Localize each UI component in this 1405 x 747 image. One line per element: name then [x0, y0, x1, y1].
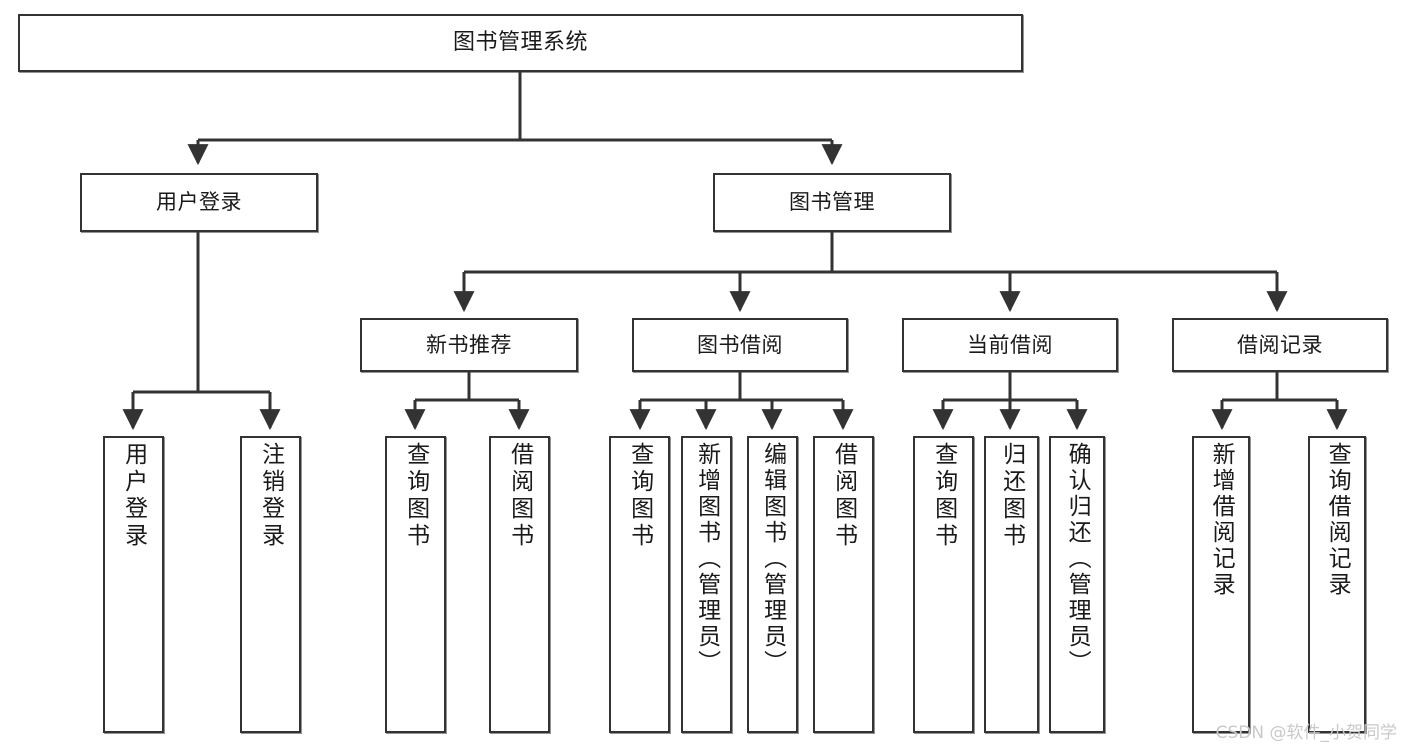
node-borrow-record[interactable]: 借阅记录 [1172, 318, 1388, 372]
leaf-query-borrow-record[interactable]: 查询借阅记录 [1308, 436, 1366, 733]
node-label: 用户登录 [156, 190, 242, 215]
node-label: 新增图书（管理员） [693, 442, 720, 676]
node-label: 借阅图书 [830, 442, 857, 550]
node-label: 用户登录 [120, 442, 147, 550]
node-user-login[interactable]: 用户登录 [80, 173, 318, 232]
node-label: 查询图书 [402, 442, 429, 550]
leaf-user-login[interactable]: 用户登录 [103, 436, 164, 733]
node-label: 确认归还（管理员） [1064, 442, 1091, 676]
node-label: 当前借阅 [967, 332, 1053, 357]
node-label: 归还图书 [998, 442, 1025, 550]
leaf-add-borrow-record[interactable]: 新增借阅记录 [1192, 436, 1250, 733]
leaf-query-book-borrow[interactable]: 查询图书 [609, 436, 670, 733]
watermark: CSDN @软件_小贺同学 [1215, 723, 1397, 743]
node-label: 新书推荐 [426, 332, 512, 357]
leaf-query-book-current[interactable]: 查询图书 [913, 436, 974, 733]
node-label: 编辑图书（管理员） [759, 442, 786, 676]
leaf-return-book[interactable]: 归还图书 [984, 436, 1039, 733]
node-label: 注销登录 [257, 442, 284, 550]
node-label: 借阅记录 [1237, 332, 1323, 357]
node-label: 图书管理 [789, 190, 875, 215]
node-label: 新增借阅记录 [1208, 442, 1235, 598]
node-label: 图书借阅 [697, 332, 783, 357]
node-label: 图书管理系统 [452, 30, 588, 56]
node-current-borrow[interactable]: 当前借阅 [902, 318, 1118, 372]
node-root-system[interactable]: 图书管理系统 [18, 14, 1023, 72]
node-book-borrow[interactable]: 图书借阅 [632, 318, 848, 372]
node-label: 借阅图书 [506, 442, 533, 550]
node-label: 查询图书 [930, 442, 957, 550]
leaf-borrow-book[interactable]: 借阅图书 [813, 436, 874, 733]
node-label: 查询借阅记录 [1324, 442, 1351, 598]
node-label: 查询图书 [626, 442, 653, 550]
leaf-edit-book-admin[interactable]: 编辑图书（管理员） [747, 436, 798, 733]
node-book-management[interactable]: 图书管理 [713, 173, 951, 232]
leaf-add-book-admin[interactable]: 新增图书（管理员） [681, 436, 732, 733]
leaf-query-book-recommend[interactable]: 查询图书 [385, 436, 446, 733]
leaf-logout-login[interactable]: 注销登录 [240, 436, 301, 733]
node-new-book-recommend[interactable]: 新书推荐 [360, 318, 578, 372]
leaf-borrow-book-recommend[interactable]: 借阅图书 [489, 436, 550, 733]
leaf-confirm-return-admin[interactable]: 确认归还（管理员） [1049, 436, 1105, 733]
